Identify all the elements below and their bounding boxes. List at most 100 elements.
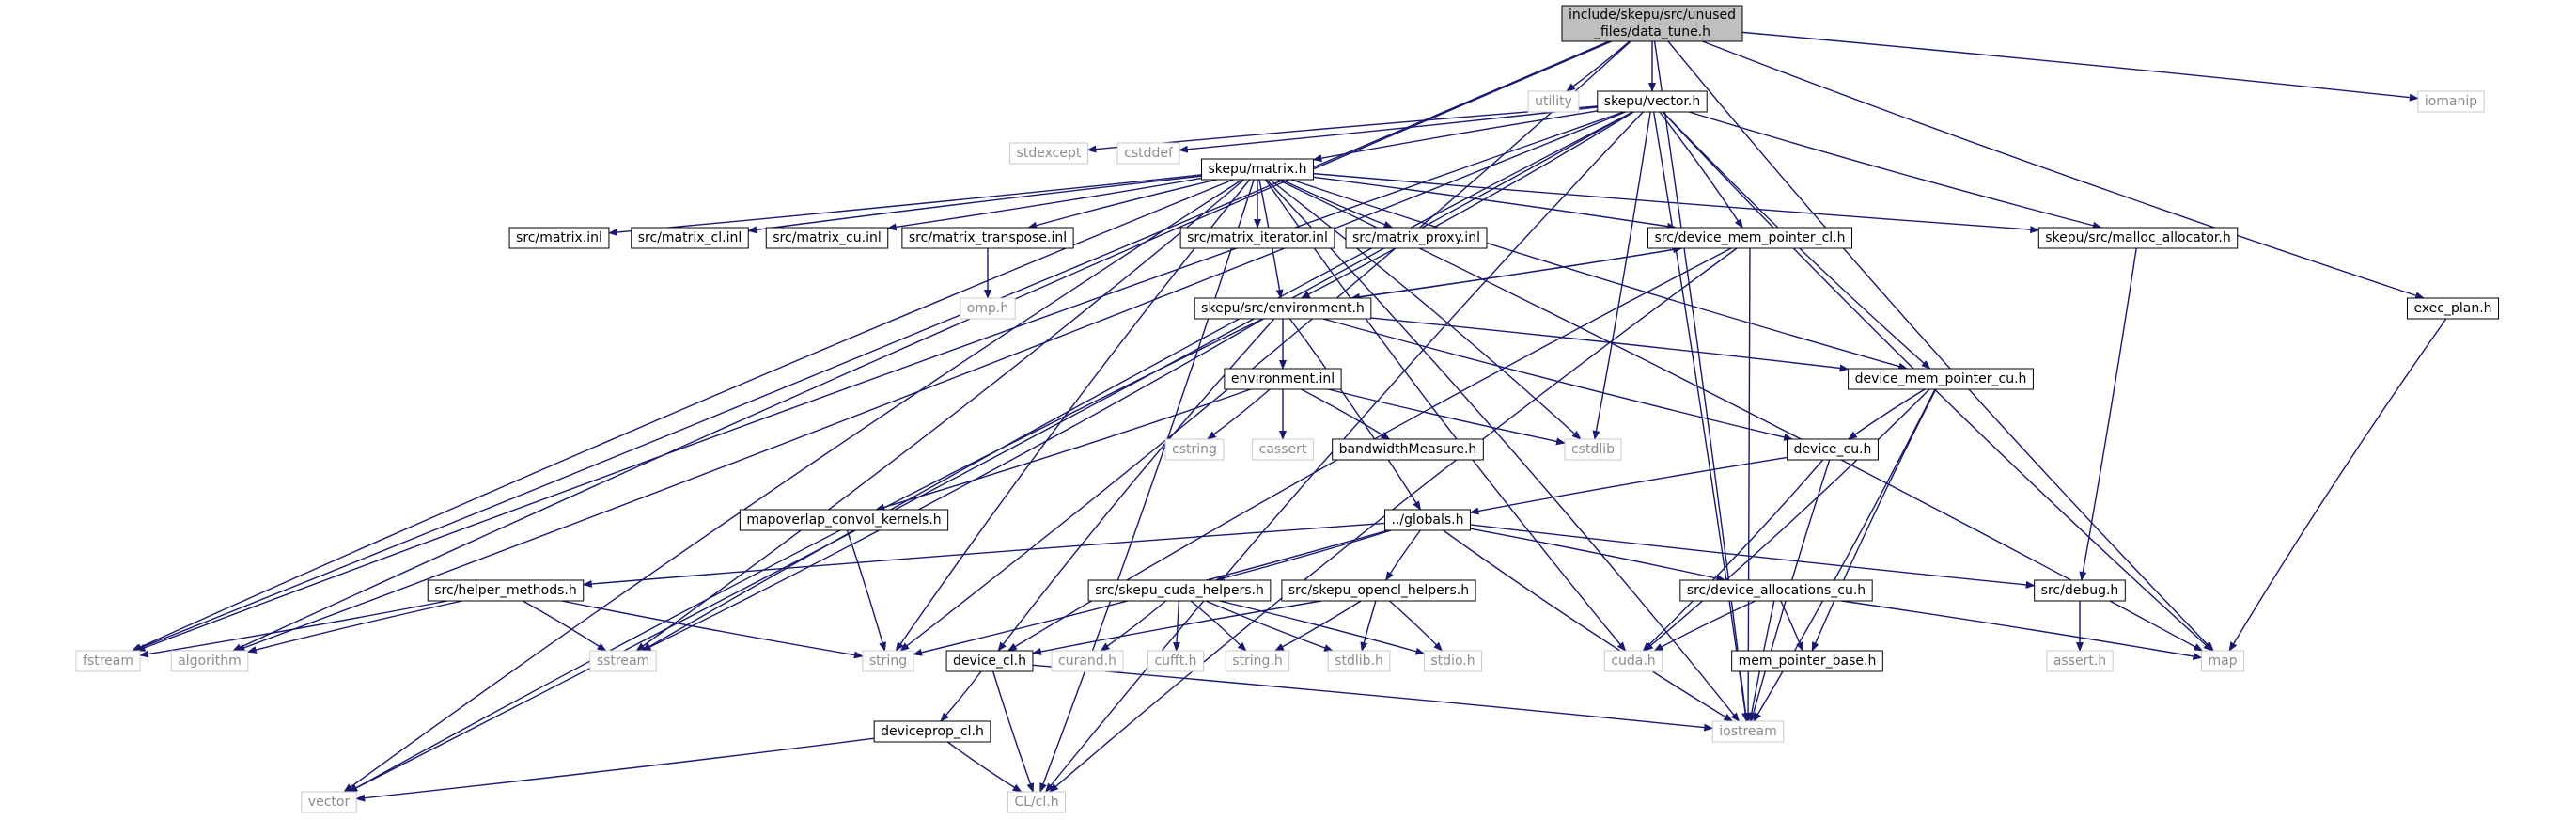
node-layer: include/skepu/src/unused_files/data_tune…	[75, 5, 2500, 813]
node-matrix-tr[interactable]: src/matrix_transpose.inl	[901, 227, 1074, 249]
node-dev-alloc[interactable]: src/device_allocations_cu.h	[1679, 579, 1873, 602]
node-label: mapoverlap_convol_kernels.h	[746, 512, 941, 528]
edge-globals-to-opencl-helpers	[1385, 529, 1421, 581]
node-debug[interactable]: src/debug.h	[2034, 579, 2126, 602]
node-box	[1527, 90, 1580, 113]
node-box	[1597, 90, 1708, 113]
edge-dmp-cu-to-device-cu	[1848, 388, 1926, 440]
node-exec-plan[interactable]: exec_plan.h	[2406, 297, 2500, 320]
edge-root-to-string	[899, 40, 1631, 652]
node-vector-h[interactable]: skepu/vector.h	[1597, 90, 1708, 113]
node-cuda-helpers[interactable]: src/skepu_cuda_helpers.h	[1087, 579, 1272, 602]
node-box	[2406, 297, 2500, 320]
node-cstdlib: cstdlib	[1564, 438, 1622, 461]
node-root[interactable]: include/skepu/src/unused_files/data_tune…	[1561, 5, 1743, 42]
node-env-inl[interactable]: environment.inl	[1224, 368, 1342, 390]
node-env-h[interactable]: skepu/src/environment.h	[1194, 297, 1372, 320]
node-matrix-cu[interactable]: src/matrix_cu.inl	[765, 227, 889, 249]
node-globals[interactable]: ../globals.h	[1384, 509, 1471, 531]
node-label: src/debug.h	[2041, 583, 2119, 598]
node-iomanip: iomanip	[2417, 90, 2485, 113]
node-label: src/helper_methods.h	[434, 583, 576, 598]
node-algorithm: algorithm	[170, 650, 249, 672]
node-cuda-h: cuda.h	[1603, 650, 1663, 672]
edge-dmp-cu-to-iostream	[1753, 388, 1936, 722]
edge-matrix-h-to-iostream	[1266, 179, 1741, 722]
edge-globals-to-iostream	[1443, 529, 1734, 722]
node-label: CL/cl.h	[1014, 795, 1058, 810]
node-box	[427, 579, 585, 602]
edge-matrix-h-to-dmp-cu	[1290, 179, 1909, 371]
node-label: src/skepu_opencl_helpers.h	[1288, 583, 1469, 598]
node-label: deviceprop_cl.h	[881, 724, 984, 739]
edge-vector-h-to-cstddef	[1178, 106, 1598, 153]
node-label: src/matrix.inl	[516, 230, 602, 245]
node-helper[interactable]: src/helper_methods.h	[427, 579, 585, 602]
node-box	[1252, 438, 1314, 461]
node-label: environment.inl	[1231, 371, 1335, 386]
node-bw[interactable]: bandwidthMeasure.h	[1332, 438, 1484, 461]
root-label-line-1: include/skepu/src/unused	[1569, 8, 1736, 23]
edge-matrix-h-to-dmp-cl	[1313, 176, 1678, 230]
edge-opencl-helpers-to-stdio-h	[1389, 600, 1444, 652]
edge-vector-h-to-malloc	[1689, 111, 2102, 229]
node-device-cl[interactable]: device_cl.h	[945, 650, 1034, 672]
edge-root-to-iostream	[1653, 40, 1750, 722]
edge-root-to-algorithm	[231, 40, 1613, 652]
node-deviceprop[interactable]: deviceprop_cl.h	[873, 720, 991, 743]
node-matrix-inl[interactable]: src/matrix.inl	[508, 227, 610, 249]
node-box	[1384, 509, 1471, 531]
edge-globals-to-debug	[1470, 524, 2036, 589]
node-label: device_cu.h	[1794, 442, 1872, 457]
edge-env-h-to-device-cu	[1322, 318, 1794, 441]
edge-deviceprop-to-clcl	[946, 741, 1023, 793]
node-matrix-it[interactable]: src/matrix_iterator.inl	[1179, 227, 1335, 249]
node-mem-pointer-base[interactable]: mem_pointer_base.h	[1731, 650, 1883, 672]
node-dmp-cl[interactable]: src/device_mem_pointer_cl.h	[1647, 227, 1853, 249]
edge-env-inl-to-bw	[1301, 388, 1391, 440]
edge-root-to-fstream	[132, 40, 1610, 652]
edge-matrix-h-to-cstdlib	[1269, 179, 1582, 440]
node-vector: vector	[301, 791, 357, 813]
node-box	[1007, 791, 1067, 813]
node-opencl-helpers[interactable]: src/skepu_opencl_helpers.h	[1281, 579, 1476, 602]
edge-malloc-to-debug	[2079, 247, 2137, 581]
node-label: bandwidthMeasure.h	[1339, 442, 1477, 457]
edge-cuda-helpers-to-stdio-h	[1219, 600, 1426, 655]
node-malloc[interactable]: skepu/src/malloc_allocator.h	[2037, 227, 2239, 249]
node-label: vector	[308, 795, 351, 810]
edge-opencl-helpers-to-string-h	[1274, 600, 1362, 652]
edge-device-cl-to-clcl	[992, 670, 1035, 793]
node-iostream: iostream	[1711, 720, 1785, 743]
node-box	[1179, 227, 1335, 249]
node-box	[862, 650, 914, 672]
node-box	[1561, 5, 1743, 42]
edge-matrix-h-to-malloc	[1313, 172, 2040, 234]
node-label: stdexcept	[1017, 146, 1082, 161]
node-label: mem_pointer_base.h	[1739, 654, 1877, 669]
node-box	[1731, 650, 1883, 672]
edge-cuda-helpers-to-string-h	[1190, 600, 1247, 652]
node-label: iomanip	[2425, 94, 2477, 109]
edge-matrix-h-to-matrix-cu	[886, 177, 1202, 231]
node-dmp-cu[interactable]: device_mem_pointer_cu.h	[1848, 368, 2034, 390]
edge-vector-h-to-vector	[347, 111, 1633, 793]
node-matrix-px[interactable]: src/matrix_proxy.inl	[1345, 227, 1488, 249]
node-box	[960, 297, 1016, 320]
node-label: skepu/vector.h	[1604, 94, 1700, 109]
node-label: omp.h	[967, 301, 1008, 316]
edge-env-h-to-dmp-cl	[1350, 245, 1683, 299]
node-matrix-cl[interactable]: src/matrix_cl.inl	[631, 227, 749, 249]
node-box	[1647, 227, 1853, 249]
edge-matrix-h-to-fstream	[131, 179, 1234, 652]
node-mapov[interactable]: mapoverlap_convol_kernels.h	[739, 509, 949, 531]
node-label: stdlib.h	[1335, 654, 1383, 669]
node-box	[945, 650, 1034, 672]
node-label: utility	[1535, 94, 1572, 109]
node-matrix-h[interactable]: skepu/matrix.h	[1201, 158, 1314, 181]
edge-root-to-exec-plan	[1702, 40, 2426, 299]
node-cstring: cstring	[1164, 438, 1225, 461]
node-box	[1327, 650, 1391, 672]
node-device-cu[interactable]: device_cu.h	[1787, 438, 1879, 461]
